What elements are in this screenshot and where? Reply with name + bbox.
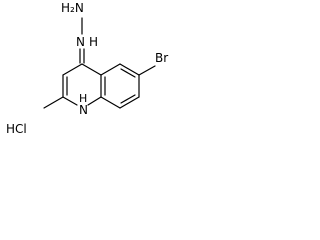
bond-c8-c8a	[100, 96, 121, 109]
label-hcl: HCl	[6, 122, 27, 136]
bond-c6-br	[138, 65, 156, 76]
label-ring-n: N	[79, 103, 88, 117]
label-nh-n: N	[76, 35, 85, 49]
label-nh2: H₂N	[61, 1, 84, 15]
bond-c4a-c4	[81, 63, 102, 76]
bond-c5-c6-inner	[120, 68, 136, 78]
bond-c2-methyl	[43, 96, 64, 109]
structure-diagram: H₂N N H Br H N HCl	[6, 1, 168, 136]
bond-c5-c6	[119, 63, 140, 76]
label-br: Br	[155, 51, 168, 65]
bond-n1-c8a	[87, 96, 102, 106]
label-ring-h: H	[79, 92, 87, 105]
bond-c7-c8-inner	[120, 94, 136, 104]
bond-c2-n1	[62, 96, 78, 106]
bond-c4a-c5	[100, 63, 121, 76]
bond-c7-c8	[119, 96, 140, 109]
bond-c4-c3	[62, 63, 83, 76]
label-nh-h: H	[89, 35, 98, 49]
